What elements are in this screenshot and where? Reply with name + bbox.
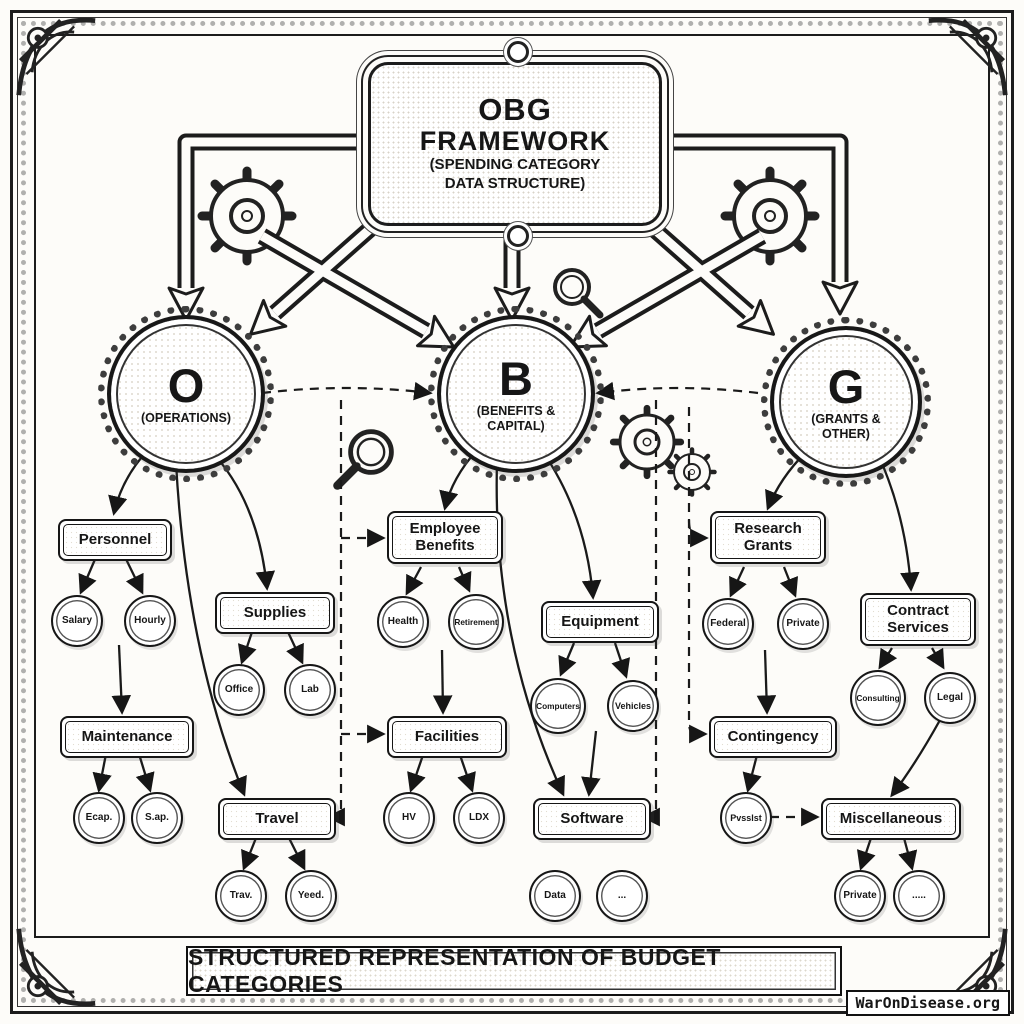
category-facilities: Facilities bbox=[387, 716, 507, 758]
leaf-ldx: LDX bbox=[453, 792, 505, 844]
gear-icon bbox=[670, 450, 715, 495]
category-label: Contingency bbox=[714, 721, 832, 753]
bottom-banner: STRUCTURED REPRESENTATION OF BUDGET CATE… bbox=[186, 944, 842, 997]
leaf-data: Data bbox=[529, 870, 581, 922]
hub-operations: O (OPERATIONS) bbox=[98, 306, 274, 482]
hub-letter-b: B bbox=[499, 352, 533, 406]
category-label: Miscellaneous bbox=[826, 803, 956, 835]
category-label: Research Grants bbox=[715, 516, 821, 559]
leaf-federal: Federal bbox=[702, 598, 754, 650]
category-maintenance: Maintenance bbox=[60, 716, 194, 758]
leaf-hv: HV bbox=[383, 792, 435, 844]
leaf-yeed: Yeed. bbox=[285, 870, 337, 922]
leaf-computers: Computers bbox=[530, 678, 586, 734]
tree-connectors bbox=[78, 449, 945, 871]
leaf-vehicles: Vehicles bbox=[607, 680, 659, 732]
category-travel: Travel bbox=[218, 798, 336, 840]
arrowheads bbox=[167, 280, 859, 349]
banner-text: STRUCTURED REPRESENTATION OF BUDGET CATE… bbox=[188, 944, 721, 997]
leaf-hourly: Hourly bbox=[124, 595, 176, 647]
title-plaque: OBG FRAMEWORK (SPENDING CATEGORY DATA ST… bbox=[368, 41, 662, 247]
hub-label-grants-other: (GRANTS & OTHER) bbox=[811, 412, 881, 441]
leaf-trav: Trav. bbox=[215, 870, 267, 922]
hub-label-operations: (OPERATIONS) bbox=[140, 411, 232, 426]
category-label: Personnel bbox=[63, 524, 167, 556]
magnifier-icon bbox=[337, 432, 391, 486]
category-label: Equipment bbox=[546, 606, 654, 638]
category-supplies: Supplies bbox=[215, 592, 335, 634]
leaf-private-misc: Private bbox=[834, 870, 886, 922]
category-equipment: Equipment bbox=[541, 601, 659, 643]
leaf-health: Health bbox=[377, 596, 429, 648]
watermark: WarOnDisease.org bbox=[845, 990, 1010, 1016]
category-label: Supplies bbox=[220, 597, 330, 629]
leaf-office: Office bbox=[213, 664, 265, 716]
category-employee-benefits: Employee Benefits bbox=[387, 511, 503, 564]
category-miscellaneous: Miscellaneous bbox=[821, 798, 961, 840]
leaf-dots-misc: ..... bbox=[893, 870, 945, 922]
hub-letter-o: O bbox=[167, 359, 205, 413]
leaf-salary: Salary bbox=[51, 595, 103, 647]
watermark-text: WarOnDisease.org bbox=[855, 994, 1001, 1012]
category-label: Employee Benefits bbox=[392, 516, 498, 559]
leaf-ellipsis: ... bbox=[596, 870, 648, 922]
leaf-pvsslst: Pvsslst bbox=[720, 792, 772, 844]
corner-ornament bbox=[925, 13, 1011, 99]
leaf-sap: S.ap. bbox=[131, 792, 183, 844]
leaf-private: Private bbox=[777, 598, 829, 650]
hub-benefits-capital: B (BENEFITS & CAPITAL) bbox=[428, 306, 604, 482]
category-personnel: Personnel bbox=[58, 519, 172, 561]
title-acronym: OBG bbox=[478, 92, 552, 128]
corner-ornament bbox=[13, 925, 99, 1011]
category-label: Software bbox=[538, 803, 646, 835]
hub-letter-g: G bbox=[827, 360, 865, 414]
category-software: Software bbox=[533, 798, 651, 840]
title-word: FRAMEWORK bbox=[419, 125, 611, 156]
title-subtitle-line1: (SPENDING CATEGORY bbox=[429, 156, 601, 174]
corner-ornament bbox=[13, 13, 99, 99]
leaf-consulting: Consulting bbox=[850, 670, 906, 726]
category-label: Travel bbox=[223, 803, 331, 835]
gear-icon bbox=[613, 408, 681, 476]
category-contract-services: Contract Services bbox=[860, 593, 976, 646]
category-label: Facilities bbox=[392, 721, 502, 753]
leaf-legal: Legal bbox=[924, 672, 976, 724]
magnifier-icon bbox=[555, 270, 600, 315]
category-research-grants: Research Grants bbox=[710, 511, 826, 564]
category-contingency: Contingency bbox=[709, 716, 837, 758]
leaf-lab: Lab bbox=[284, 664, 336, 716]
hub-grants-other: G (GRANTS & OTHER) bbox=[761, 317, 931, 487]
hub-label-benefits-capital: (BENEFITS & CAPITAL) bbox=[476, 404, 556, 433]
category-label: Contract Services bbox=[865, 598, 971, 641]
leaf-ecap: Ecap. bbox=[73, 792, 125, 844]
category-label: Maintenance bbox=[65, 721, 189, 753]
title-subtitle-line2: DATA STRUCTURE) bbox=[444, 175, 586, 193]
leaf-retirement: Retirement bbox=[448, 594, 504, 650]
